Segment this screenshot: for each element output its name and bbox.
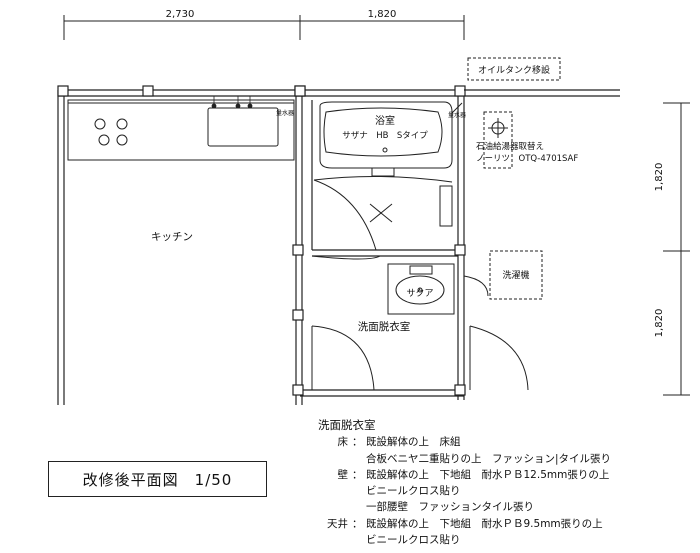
wall-label: 壁: [337, 468, 349, 481]
bathtub-model-label: サザナ HB Sタイプ: [342, 131, 428, 141]
boiler-label-line1: 石油給湯器取替え: [476, 141, 544, 152]
oil-tank-box: [467, 57, 561, 81]
bathroom-label: 浴室: [375, 114, 395, 127]
ceiling-label: 天井: [327, 517, 348, 530]
top-dimension-line: [63, 15, 465, 40]
exterior-wall: [464, 89, 620, 97]
ceiling-line2: ビニールクロス貼り: [366, 534, 461, 547]
kitchen-counter: [67, 99, 295, 161]
floor-row: 床 ： 既設解体の上 床組: [318, 434, 698, 450]
floor-line1: 既設解体の上 床組: [366, 436, 461, 449]
dim-right-lower: 1,820: [654, 309, 665, 338]
sink-label: サクア: [406, 288, 433, 299]
faucets: [211, 96, 253, 109]
dim-top-left: 2,730: [166, 9, 195, 20]
bathroom-floor: [313, 175, 453, 251]
boiler-label-line2: ノーリツ OTQ-4701SAF: [476, 154, 578, 164]
dim-top-right: 1,820: [368, 9, 397, 20]
oil-tank-label: オイルタンク移設: [478, 64, 550, 76]
washroom-label: 洗面脱衣室: [358, 320, 411, 333]
wall-row: 壁 ： 既設解体の上 下地組 耐水ＰＢ12.5mm張りの上: [318, 467, 698, 483]
wall-colon: ：: [352, 468, 363, 481]
bathtub: [319, 101, 453, 177]
drawing-title: 改修後平面図 1/50: [48, 461, 267, 497]
faucet-label-bath: 量水器: [448, 111, 466, 119]
doors: [311, 255, 529, 391]
ceiling-line1: 既設解体の上 下地組 耐水ＰＢ9.5mm張りの上: [366, 517, 603, 530]
spec-notes: 洗面脱衣室 床 ： 既設解体の上 床組 合板ベニヤ二重貼りの上 ファッション|タ…: [318, 417, 698, 548]
faucet-label: 量水器: [276, 109, 294, 117]
floor-label: 床: [337, 436, 349, 449]
notes-heading: 洗面脱衣室: [318, 418, 376, 432]
washer-box: [489, 250, 543, 300]
ceiling-row: 天井 ： 既設解体の上 下地組 耐水ＰＢ9.5mm張りの上: [318, 516, 698, 532]
dim-right-upper: 1,820: [654, 163, 665, 192]
bathroom-walls: [292, 85, 466, 405]
boiler-box: [483, 111, 513, 169]
floor-colon: ：: [352, 436, 363, 449]
kitchen-label: キッチン: [151, 231, 193, 243]
washer-label: 洗濯機: [502, 269, 529, 281]
ceiling-colon: ：: [352, 517, 363, 530]
wall-line2: ビニールクロス貼り: [366, 485, 461, 498]
wall-line1: 既設解体の上 下地組 耐水ＰＢ12.5mm張りの上: [366, 468, 610, 481]
wall-line3: 一部腰壁 ファッションタイル張り: [366, 501, 534, 514]
floor-line2: 合板ベニヤ二重貼りの上 ファッション|タイル張り: [366, 452, 612, 465]
right-dimension-line: [663, 102, 690, 396]
kitchen-walls: [57, 85, 306, 405]
sink-unit: [387, 263, 455, 315]
